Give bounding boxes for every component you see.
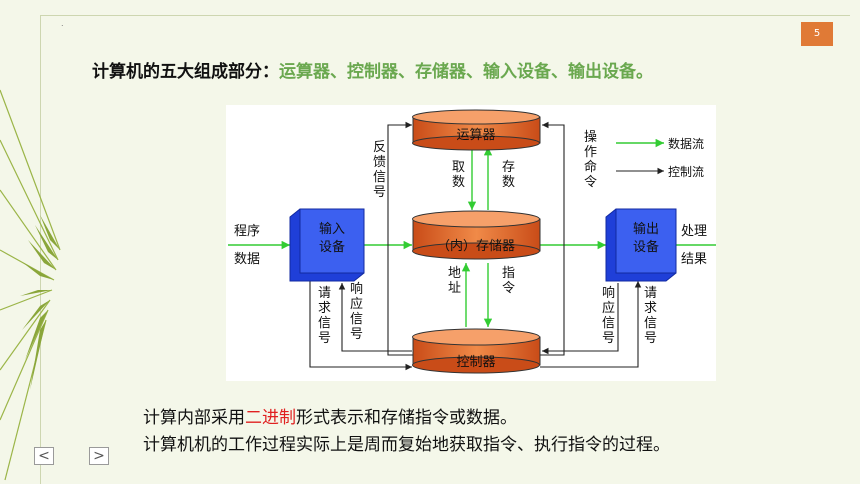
memory-cylinder: （内）存储器 bbox=[412, 210, 541, 260]
legend-control-label: 控制流 bbox=[668, 165, 704, 179]
response-left-label: 响应信号 bbox=[350, 281, 363, 342]
input-device-label-2: 设备 bbox=[319, 239, 345, 255]
decorative-arrows bbox=[0, 89, 61, 481]
store-label: 存数 bbox=[502, 160, 515, 190]
next-slide-button[interactable]: > bbox=[89, 447, 109, 465]
operation-command-label: 操作命令 bbox=[584, 129, 597, 190]
computer-architecture-diagram: 运算器 （内）存储器 控制器 输入 设备 bbox=[226, 105, 716, 381]
feedback-signal-line bbox=[387, 121, 413, 356]
request-left-line bbox=[309, 281, 412, 371]
slide-body-text: 计算内部采用二进制形式表示和存储指令或数据。 计算机机的工作过程实际上是周而复始… bbox=[143, 405, 670, 459]
controller-cylinder: 控制器 bbox=[412, 328, 541, 374]
body-line-1: 计算内部采用二进制形式表示和存储指令或数据。 bbox=[143, 405, 670, 432]
address-label: 地址 bbox=[448, 266, 461, 296]
output-device-label-1: 输出 bbox=[633, 221, 659, 237]
output-device-box: 输出 设备 bbox=[605, 208, 677, 282]
fetch-label: 取数 bbox=[452, 160, 465, 190]
process-label: 处理 bbox=[681, 224, 707, 239]
controller-label: 控制器 bbox=[456, 355, 495, 370]
result-label: 结果 bbox=[681, 252, 707, 267]
input-device-box: 输入 设备 bbox=[289, 208, 365, 282]
response-right-label: 响应信号 bbox=[602, 285, 615, 346]
data-label: 数据 bbox=[234, 252, 260, 267]
alu-label: 运算器 bbox=[456, 128, 495, 143]
program-label: 程序 bbox=[234, 224, 260, 239]
feedback-signal-label: 反馈信号 bbox=[373, 140, 386, 200]
title-components: 运算器、控制器、存储器、输入设备、输出设备。 bbox=[279, 62, 653, 82]
request-left-label: 请求信号 bbox=[318, 286, 331, 346]
body-line-2: 计算机机的工作过程实际上是周而复始地获取指令、执行指令的过程。 bbox=[143, 435, 670, 455]
alu-cylinder: 运算器 bbox=[412, 109, 541, 151]
response-left-line bbox=[338, 283, 412, 352]
left-border-line bbox=[40, 15, 41, 484]
previous-slide-button[interactable]: < bbox=[34, 447, 54, 465]
slide-dot: . bbox=[61, 19, 64, 28]
body-line-1-before: 计算内部采用 bbox=[143, 408, 245, 428]
legend-data-label: 数据流 bbox=[668, 136, 704, 151]
operation-command-line bbox=[540, 121, 565, 356]
input-device-label-1: 输入 bbox=[319, 221, 345, 237]
instruction-label: 指令 bbox=[502, 266, 515, 296]
top-border-line bbox=[40, 15, 850, 16]
memory-label: （内）存储器 bbox=[437, 238, 515, 254]
binary-highlight: 二进制 bbox=[245, 408, 296, 428]
slide-title: 计算机的五大组成部分：运算器、控制器、存储器、输入设备、输出设备。 bbox=[92, 57, 653, 82]
title-prefix: 计算机的五大组成部分： bbox=[92, 62, 279, 82]
response-right-line bbox=[542, 283, 619, 355]
request-right-line bbox=[540, 281, 642, 368]
output-device-label-2: 设备 bbox=[633, 239, 659, 255]
body-line-1-after: 形式表示和存储指令或数据。 bbox=[296, 408, 517, 428]
request-right-label: 请求信号 bbox=[644, 286, 657, 346]
page-number-badge: 5 bbox=[801, 22, 833, 46]
